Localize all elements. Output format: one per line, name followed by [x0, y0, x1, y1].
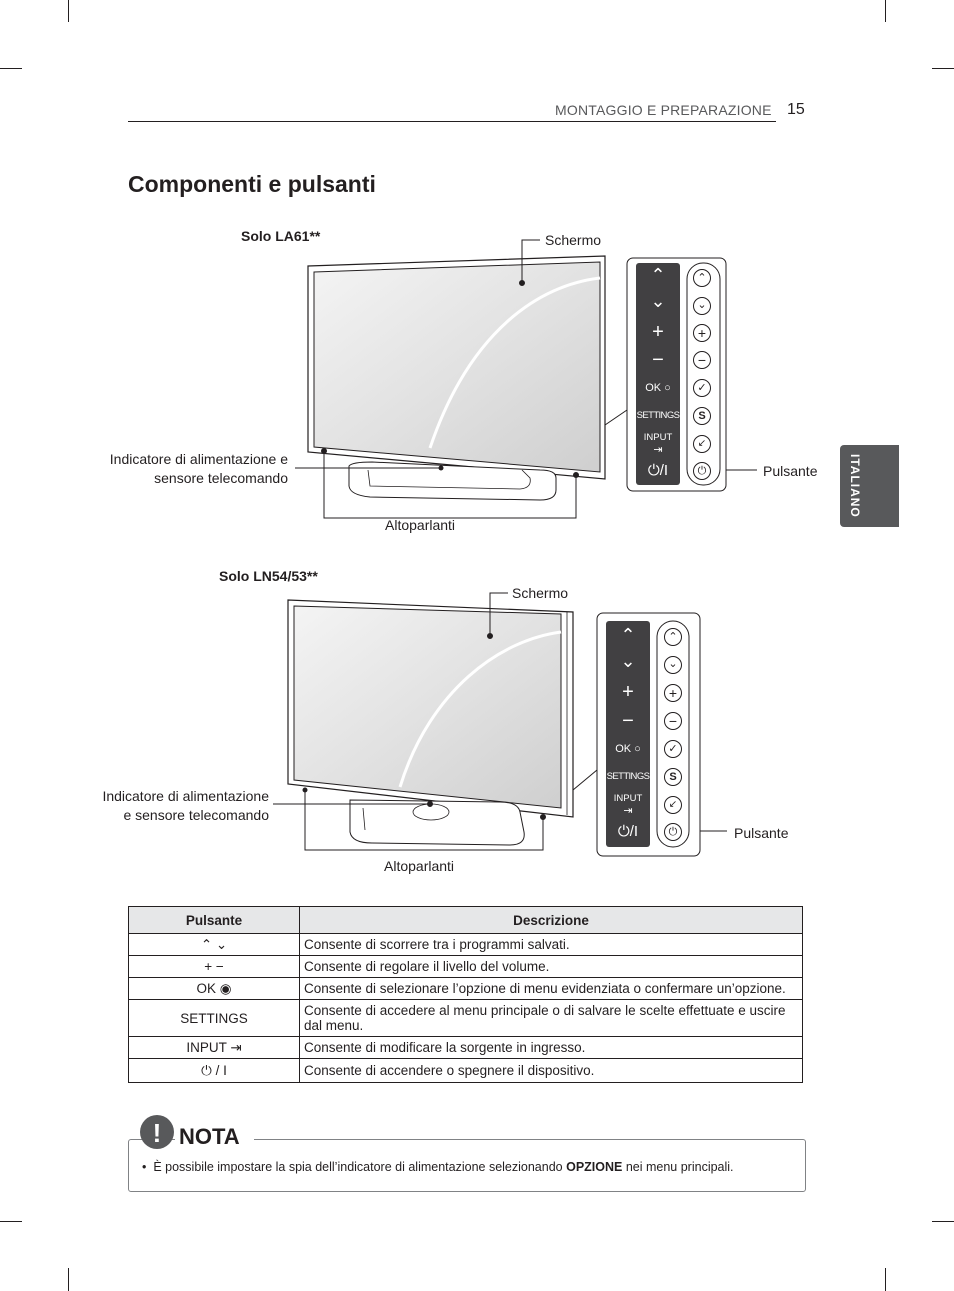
note-bullet: •	[142, 1160, 147, 1174]
fig2-power-button-icon: ⏻	[664, 823, 682, 841]
table-cell-description: Consente di selezionare l’opzione di men…	[299, 977, 803, 1000]
fig1-input-icon: ⇥	[653, 444, 663, 456]
fig2-up-glyph: ⌃	[620, 625, 636, 645]
fig1-ok-button-icon: ✓	[693, 379, 711, 397]
table-header-button: Pulsante	[128, 906, 300, 934]
fig2-settings-button-icon: S	[664, 768, 682, 786]
figure1-button-panel	[626, 257, 727, 492]
crop-mark	[932, 1221, 954, 1222]
figure2-screen-label: Schermo	[512, 585, 569, 601]
crop-mark	[68, 0, 69, 22]
table-row: OK ◉ Consente di selezionare l’opzione d…	[128, 977, 803, 1000]
table-cell-description: Consente di regolare il livello del volu…	[299, 955, 803, 978]
note-box	[128, 1139, 806, 1192]
figure1-indicator-label-2: sensore telecomando	[154, 470, 288, 486]
language-tab-label: ITALIANO	[848, 454, 862, 518]
section-header: MONTAGGIO E PREPARAZIONE	[555, 102, 772, 118]
language-tab: ITALIANO	[840, 445, 899, 527]
fig2-input-button-icon: ↙	[664, 796, 682, 814]
table-row: ⏻ / I Consente di accendere o spegnere i…	[128, 1058, 803, 1083]
note-title: NOTA	[175, 1124, 254, 1150]
page-title: Componenti e pulsanti	[128, 171, 376, 197]
crop-mark	[932, 68, 954, 69]
fig2-settings-label: SETTINGS	[606, 771, 650, 782]
fig2-plus-button-icon: +	[664, 684, 682, 702]
fig2-plus-glyph: +	[622, 681, 634, 703]
fig2-minus-glyph: −	[622, 710, 634, 732]
figure1-button-label: Pulsante	[763, 463, 818, 479]
buttons-table: Pulsante Descrizione ⌃ ⌄ Consente di sco…	[128, 906, 803, 1083]
crop-mark	[0, 1221, 22, 1222]
table-cell-button: INPUT ⇥	[128, 1036, 300, 1059]
crop-mark	[885, 1268, 886, 1291]
figure2-button-label: Pulsante	[734, 825, 789, 841]
fig2-input-label: INPUT	[613, 793, 643, 804]
fig1-input-label: INPUT	[643, 432, 673, 443]
fig1-up-button-icon: ⌃	[693, 269, 711, 287]
figure1-indicator-label-1: Indicatore di alimentazione e	[109, 451, 288, 467]
crop-mark	[68, 1268, 69, 1291]
note-text-after: nei menu principali.	[622, 1160, 734, 1174]
table-cell-button: ⌃ ⌄	[128, 933, 300, 956]
fig1-settings-label: SETTINGS	[636, 410, 680, 421]
table-cell-button: OK ◉	[128, 977, 300, 1000]
fig2-up-button-icon: ⌃	[664, 628, 682, 646]
fig1-down-glyph: ⌄	[650, 291, 666, 311]
figure2-model: Solo LN54/53**	[219, 568, 318, 584]
fig1-minus-button-icon: −	[693, 351, 711, 369]
table-row: SETTINGS Consente di accedere al menu pr…	[128, 999, 803, 1037]
fig1-minus-glyph: −	[652, 349, 664, 371]
table-cell-button: SETTINGS	[128, 999, 300, 1037]
fig1-power-label: ⏻/I	[647, 462, 669, 479]
table-cell-description: Consente di scorrere tra i programmi sal…	[299, 933, 803, 956]
note-text-before: È possibile impostare la spia dell’indic…	[153, 1160, 567, 1174]
page-number: 15	[787, 101, 805, 118]
figure1-speakers-label: Altoparlanti	[385, 517, 456, 533]
figure1-screen-label: Schermo	[545, 232, 602, 248]
fig2-down-button-icon: ⌄	[664, 656, 682, 674]
table-row: INPUT ⇥ Consente di modificare la sorgen…	[128, 1036, 803, 1059]
fig2-power-label: ⏻/I	[617, 823, 639, 840]
table-header-description: Descrizione	[299, 906, 803, 934]
fig2-down-glyph: ⌄	[620, 651, 636, 671]
crop-mark	[0, 68, 22, 69]
figure2-button-panel	[596, 612, 701, 857]
table-row: + − Consente di regolare il livello del …	[128, 955, 803, 978]
crop-mark	[885, 0, 886, 22]
table-row: ⌃ ⌄ Consente di scorrere tra i programmi…	[128, 933, 803, 956]
table-cell-button: + −	[128, 955, 300, 978]
figure2-indicator-label-2: e sensore telecomando	[123, 807, 269, 823]
fig1-input-button-icon: ↙	[693, 435, 711, 453]
fig1-plus-button-icon: +	[693, 324, 711, 342]
table-header-row: Pulsante Descrizione	[128, 906, 803, 934]
tv1-frame	[307, 255, 606, 501]
tv2-frame	[287, 599, 574, 846]
fig1-up-glyph: ⌃	[650, 265, 666, 285]
table-cell-button: ⏻ / I	[128, 1058, 300, 1083]
fig2-minus-button-icon: −	[664, 712, 682, 730]
exclamation-icon: !	[140, 1115, 174, 1149]
table-cell-description: Consente di modificare la sorgente in in…	[299, 1036, 803, 1059]
fig2-input-icon: ⇥	[623, 805, 633, 817]
header-rule	[128, 121, 776, 122]
table-cell-description: Consente di accendere o spegnere il disp…	[299, 1058, 803, 1083]
figure1-model: Solo LA61**	[241, 228, 321, 244]
fig1-down-button-icon: ⌄	[693, 297, 711, 315]
figure2-indicator-label-1: Indicatore di alimentazione	[102, 788, 269, 804]
fig1-settings-button-icon: S	[693, 407, 711, 425]
figure2-speakers-label: Altoparlanti	[384, 858, 455, 874]
fig1-power-button-icon: ⏻	[693, 462, 711, 480]
note-text-bold: OPZIONE	[566, 1160, 623, 1174]
fig2-ok-button-icon: ✓	[664, 740, 682, 758]
table-cell-description: Consente di accedere al menu principale …	[299, 999, 803, 1037]
note-text: • È possibile impostare la spia dell’ind…	[142, 1160, 734, 1174]
fig2-ok-label: OK ○	[615, 743, 641, 755]
fig1-ok-label: OK ○	[645, 382, 671, 394]
fig1-plus-glyph: +	[652, 321, 664, 343]
